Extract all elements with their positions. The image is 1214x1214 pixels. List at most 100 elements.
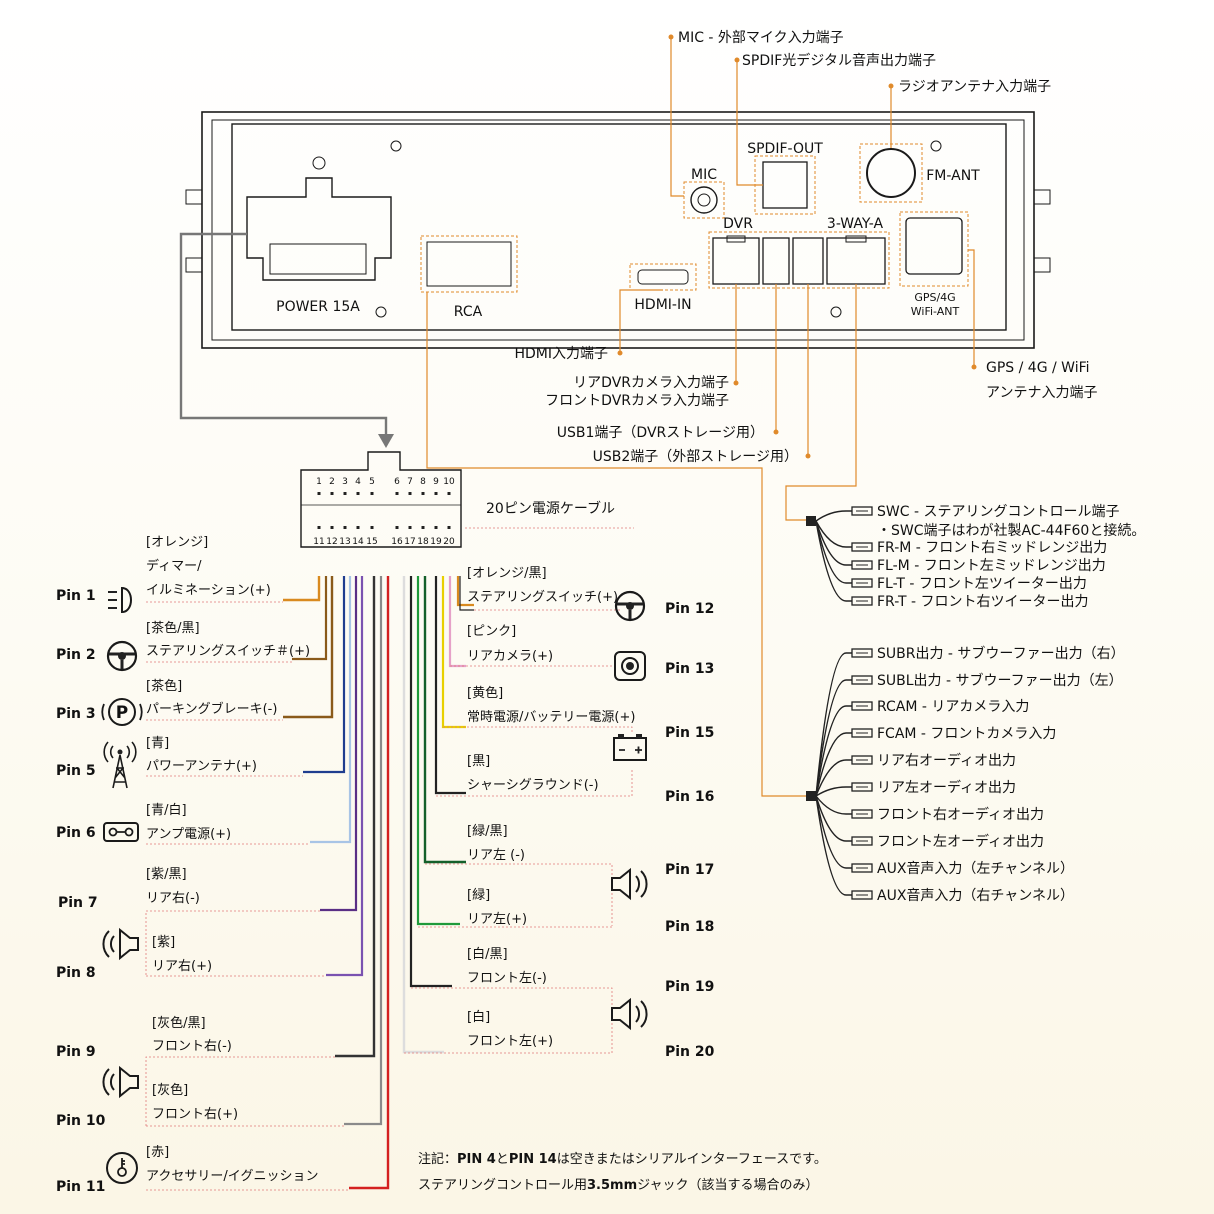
rca-output: FCAM - フロントカメラ入力 (877, 726, 1056, 742)
callout-gps-1: GPS / 4G / WiFi (986, 360, 1090, 376)
pin-cavity (317, 526, 321, 529)
connector-pin-number: 7 (407, 477, 413, 487)
pin-description: リア左 (-) (467, 848, 525, 863)
rca-plug (851, 836, 873, 846)
pin-cavity (421, 526, 425, 529)
pin-description: フロント右(-) (152, 1039, 232, 1054)
pin-label: Pin 16 (665, 789, 714, 805)
wire-color-label: [白/黒] (467, 946, 508, 962)
rca-output: リア右オーディオ出力 (877, 752, 1016, 769)
wire-color-label: [青] (146, 736, 169, 751)
pin-description: リア右(-) (146, 891, 200, 906)
pin-description: リア左(+) (467, 912, 527, 927)
unit-inner-frame (211, 119, 1025, 341)
wire-color-label: [茶色/黒] (146, 620, 200, 636)
wire-color-label: [灰色/黒] (152, 1015, 206, 1031)
pin-cavity (370, 492, 374, 495)
pin-1-row: Pin 1 [オレンジ] ディマー/ イルミネーション(+) (56, 535, 283, 614)
connector-pin-number: 6 (394, 477, 400, 487)
pin-description: イルミネーション(+) (146, 583, 271, 598)
cable-lead (815, 786, 852, 797)
power-cable-route (179, 232, 394, 448)
pin-description: パーキングブレーキ(-) (146, 701, 277, 717)
pin-cavity (330, 492, 334, 495)
gps-antenna-port: GPS/4G WiFi-ANT (899, 211, 969, 318)
pin-label: Pin 2 (56, 647, 96, 663)
head-unit-rear-panel: POWER 15A RCA HDMI-IN MIC SPDIF-OUT (185, 111, 1051, 349)
pin-3-row: Pin 3 [茶色] パーキングブレーキ(-) P (56, 678, 283, 726)
cable-lead (815, 705, 852, 797)
rca-plug (851, 648, 873, 658)
wire-color-label: [茶色] (146, 678, 182, 694)
pin-17-row: [緑/黒] リア左 (-) Pin 17 (425, 824, 714, 926)
callout-dvr-rear: リアDVRカメラ入力端子 (573, 375, 729, 391)
rca-plug (851, 782, 873, 792)
pin-label: Pin 1 (56, 588, 96, 604)
pin-label: Pin 8 (56, 965, 96, 981)
screw-hole (390, 140, 402, 152)
wire-color-label: [緑] (467, 888, 490, 903)
cable-lead (815, 795, 852, 815)
right-pin-list: [オレンジ/黒] ステアリングスイッチ(+) Pin 12 [ピンク] リアカメ… (404, 566, 715, 1060)
rca-output: AUX音声入力（右チャンネル） (877, 887, 1074, 904)
parking-brake-icon: P (101, 698, 143, 726)
pin-description: フロント右(+) (152, 1107, 238, 1122)
cable-lead (815, 795, 852, 896)
footnote-line-1: 注記：PIN 4とPIN 14は空きまたはシリアルインターフェースです。 (418, 1151, 827, 1167)
callout-usb1: USB1端子（DVRストレージ用） (557, 425, 764, 441)
swc-output: FL-M - フロント左ミッドレンジ出力 (877, 558, 1106, 574)
steering-wheel-icon (614, 590, 646, 622)
pin-15-row: [黄色] 常時電源/バッテリー電源(+) Pin 15 (443, 685, 714, 761)
callout-dvr-front: フロントDVRカメラ入力端子 (545, 393, 729, 409)
speaker-icon (611, 997, 648, 1031)
pin-label: Pin 11 (56, 1179, 105, 1195)
rca-plug (851, 701, 873, 711)
connector-pin-number: 19 (430, 537, 442, 547)
callout-mic: MIC - 外部マイク入力端子 (678, 30, 844, 46)
rca-plug (851, 809, 873, 819)
rca-port-label: RCA (454, 304, 483, 320)
rca-cable-fan (815, 648, 873, 900)
footnote-line-2: ステアリングコントロール用3.5mmジャック（該当する場合のみ） (418, 1177, 819, 1193)
pin-cavity (434, 526, 438, 529)
connector-title: 20ピン電源ケーブル (486, 500, 615, 517)
pin-cavity (395, 492, 399, 495)
connector-pin-number: 11 (313, 537, 324, 547)
wire-color-label: [オレンジ/黒] (467, 566, 547, 581)
pin-label: Pin 10 (56, 1113, 106, 1129)
pin-19-row: [白/黒] フロント左(-) Pin 19 (411, 946, 714, 1053)
screw-hole (830, 306, 842, 318)
connector-pin-number: 16 (391, 537, 403, 547)
swc-output: FR-M - フロント右ミッドレンジ出力 (877, 540, 1107, 556)
rca-plug (851, 578, 873, 588)
wire-color-label: [白] (467, 1009, 490, 1025)
pin-label: Pin 13 (665, 661, 714, 677)
wire-color-label: [緑/黒] (467, 824, 508, 839)
wire-color-label: [紫/黒] (146, 867, 187, 882)
hdmi-port-label: HDMI-IN (634, 297, 691, 313)
pin-description: リア右(+) (152, 959, 212, 974)
rca-plug (851, 890, 873, 900)
pin-cavity (343, 492, 347, 495)
cable-lead (815, 795, 852, 842)
connector-pin-number: 13 (339, 537, 350, 547)
pin-description: シャーシグラウンド(-) (467, 778, 599, 793)
connector-pin-cavities (317, 492, 451, 529)
pin-cavity (447, 526, 451, 529)
pin-9-row: Pin 9 [灰色/黒] フロント右(-) (56, 1015, 335, 1126)
rca-plug (851, 728, 873, 738)
cable-lead (815, 510, 852, 522)
cable-lead (815, 795, 852, 869)
swc-output: FL-T - フロント左ツイーター出力 (877, 576, 1087, 592)
pin-cavity (421, 492, 425, 495)
battery-icon (613, 734, 647, 761)
connector-pin-number: 20 (443, 537, 455, 547)
pin-11-row: Pin 11 [赤] アクセサリー/イグニッション (56, 1145, 349, 1195)
speaker-icon (102, 927, 139, 961)
svg-text:P: P (116, 703, 128, 723)
gps-label-2: WiFi-ANT (911, 305, 960, 318)
pin-5-row: Pin 5 [青] パワーアンテナ(+) (56, 736, 303, 789)
steering-wheel-icon (106, 640, 138, 672)
